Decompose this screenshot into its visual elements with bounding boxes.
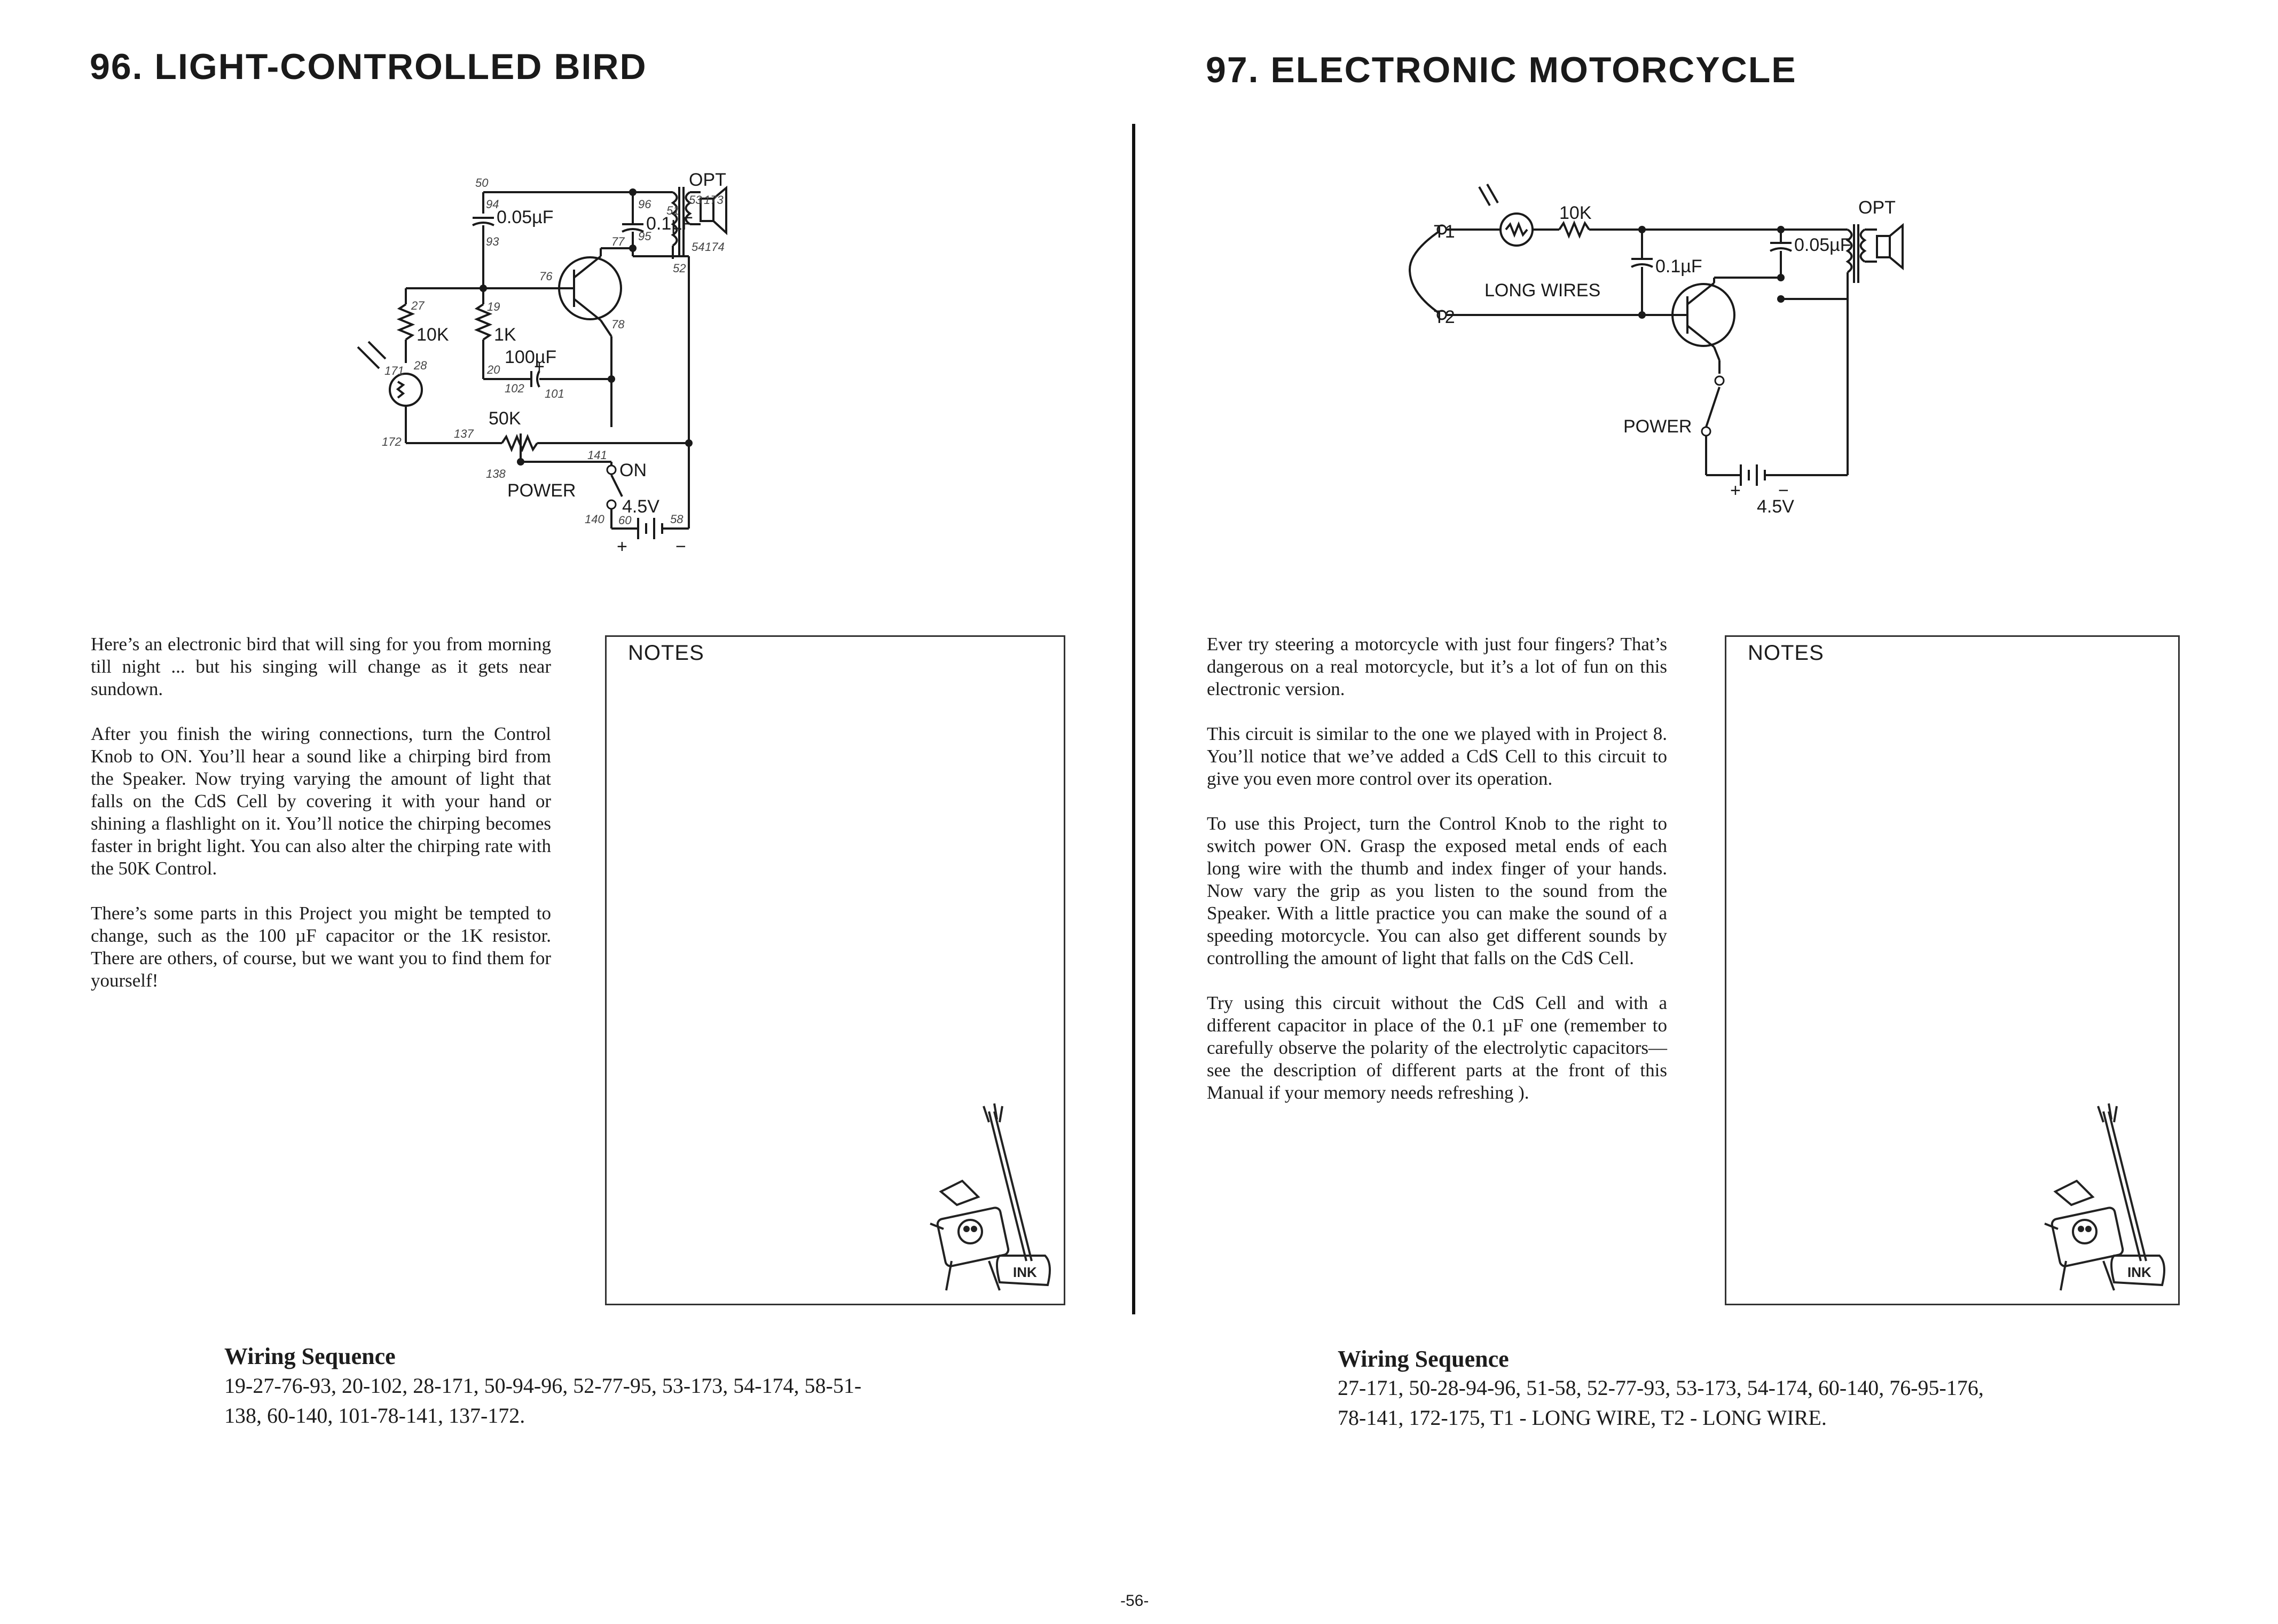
long-wires-label: LONG WIRES [1484,280,1600,301]
svg-text:58: 58 [670,513,684,526]
motorcycle-circuit-schematic: T1 T2 10K 0.1µF 0.05µF OPT LONG WIRES PO… [1409,184,1904,517]
power-label: POWER [1623,416,1692,437]
cap-100-label: 100µF [505,347,556,367]
svg-text:138: 138 [486,467,506,480]
wiring-sequence-right: 27-171, 50-28-94-96, 51-58, 52-77-93, 53… [1338,1373,2139,1433]
wiring-sequence-left: 19-27-76-93, 20-102, 28-171, 50-94-96, 5… [224,1371,983,1431]
svg-text:19: 19 [487,300,500,313]
project-96-description: Here’s an electronic bird that will sing… [91,633,551,1014]
opt-label: OPT [689,170,726,190]
svg-text:60: 60 [618,514,632,527]
cap-005-label: 0.05µF [497,207,554,227]
project-97-description: Ever try steering a motorcycle with just… [1207,633,1667,1126]
svg-text:94: 94 [486,198,499,211]
battery-label: 4.5V [622,496,659,517]
svg-text:76: 76 [539,270,553,283]
notes-label: NOTES [628,641,704,665]
paragraph: Try using this circuit without the CdS C… [1207,992,1667,1103]
wiring-line: 19-27-76-93, 20-102, 28-171, 50-94-96, 5… [224,1374,862,1398]
svg-text:171: 171 [384,364,404,377]
svg-text:78: 78 [611,318,625,331]
on-label: ON [619,460,647,480]
ink-label: INK [2127,1264,2151,1280]
svg-text:51: 51 [666,204,679,217]
battery-label: 4.5V [1757,496,1794,517]
notes-box-left: NOTES INK [605,635,1065,1305]
battery-minus: − [1778,480,1789,501]
battery-minus: − [675,537,686,557]
svg-text:50: 50 [475,176,489,190]
svg-text:95: 95 [638,230,651,243]
svg-text:53: 53 [689,193,702,207]
wiring-line: 27-171, 50-28-94-96, 51-58, 52-77-93, 53… [1338,1376,1984,1400]
res-10k-label: 10K [1559,203,1592,223]
notes-label: NOTES [1748,641,1824,665]
cap-01-label: 0.1µF [646,214,693,234]
svg-text:137: 137 [454,427,474,440]
svg-text:140: 140 [585,513,604,526]
paragraph: After you finish the wiring connections,… [91,723,551,879]
battery-plus: + [617,537,627,557]
svg-text:93: 93 [486,235,499,248]
ink-mascot-illustration: INK [930,1103,1051,1291]
page-divider [1132,124,1135,1314]
paragraph: This circuit is similar to the one we pl… [1207,723,1667,789]
svg-text:77: 77 [611,235,625,248]
paragraph: To use this Project, turn the Control Kn… [1207,813,1667,968]
bird-circuit-schematic: OPT 0.05µF 0.1µF 10K 1K 100µF + 50K POWE… [357,170,727,557]
cap-01-label: 0.1µF [1655,256,1702,277]
svg-text:102: 102 [505,382,524,395]
wiring-line: 78-141, 172-175, T1 - LONG WIRE, T2 - LO… [1338,1406,1827,1430]
paragraph: Ever try steering a motorcycle with just… [1207,634,1667,699]
svg-text:27: 27 [411,299,425,312]
svg-text:20: 20 [486,363,500,376]
res-10k-label: 10K [417,325,449,345]
svg-text:173: 173 [704,193,724,207]
project-96-title: 96. LIGHT-CONTROLLED BIRD [90,46,647,87]
res-1k-label: 1K [494,325,516,345]
svg-text:54: 54 [692,240,704,254]
svg-text:96: 96 [638,198,651,211]
t2-label: T2 [1434,307,1455,327]
svg-text:141: 141 [587,448,607,462]
paragraph: Here’s an electronic bird that will sing… [91,634,551,699]
ink-mascot-illustration: INK [2044,1103,2165,1291]
svg-text:172: 172 [382,435,402,448]
wiring-sequence-title-right: Wiring Sequence [1338,1346,1509,1372]
opt-label: OPT [1858,198,1896,218]
svg-text:101: 101 [545,387,564,400]
t1-label: T1 [1434,222,1455,242]
wiring-sequence-title-left: Wiring Sequence [224,1343,396,1369]
project-97-title: 97. ELECTRONIC MOTORCYCLE [1206,50,1797,90]
cap-005-label: 0.05µF [1794,235,1851,255]
power-label: POWER [507,480,576,501]
wiring-line: 138, 60-140, 101-78-141, 137-172. [224,1404,525,1428]
svg-text:52: 52 [673,262,686,275]
cap-100-plus: + [534,357,545,377]
pot-50k-label: 50K [489,408,521,429]
svg-text:28: 28 [413,359,427,372]
paragraph: There’s some parts in this Project you m… [91,903,551,991]
notes-box-right: NOTES INK [1725,635,2180,1305]
battery-plus: + [1730,480,1741,501]
svg-text:174: 174 [705,240,725,254]
page-number: -56- [1120,1592,1149,1610]
ink-label: INK [1013,1264,1037,1280]
